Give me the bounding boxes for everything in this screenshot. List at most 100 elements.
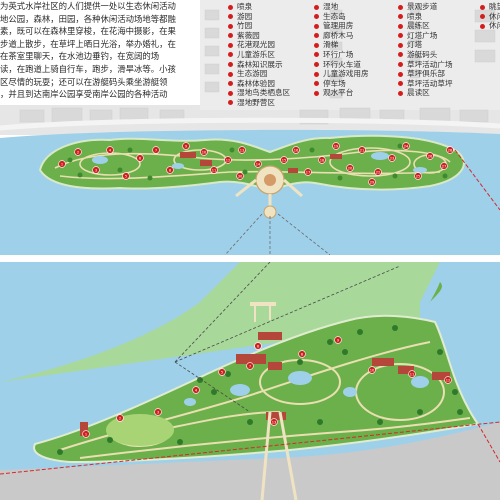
approach-roads <box>260 411 298 500</box>
description-line: 素，既可以在森林里穿梭，在花海中摄影，在果 <box>0 26 176 37</box>
map-marker <box>254 160 262 168</box>
legend-item: 湿地野营区 <box>228 98 290 108</box>
description-line: 区尽情的玩耍；还可以在游艇码头乘坐游艇领 <box>0 76 168 87</box>
map-marker <box>280 156 288 164</box>
legend-label: 草坪俱乐部 <box>407 69 445 79</box>
legend-item: 廊桥木马 <box>314 31 369 41</box>
legend-marker-icon <box>398 62 403 68</box>
legend-column: 喷泉游园竹园紫薇园花港观光园儿童游乐区森林知识展示生态游园森林体验园湿地鸟类栖息… <box>228 2 290 108</box>
legend-marker-icon <box>228 100 233 106</box>
legend-item: 游园 <box>228 12 290 22</box>
map-marker-label: 9 <box>185 145 188 149</box>
legend-marker-icon <box>228 81 233 87</box>
island-buildings <box>180 152 342 173</box>
map-marker-label: 3 <box>95 169 97 173</box>
south-bank <box>0 422 500 500</box>
legend-item: 湿地鸟类栖息区 <box>228 88 290 98</box>
legend-marker-icon <box>228 62 233 68</box>
map-marker <box>408 370 416 378</box>
map-marker-label: 15 <box>282 159 287 163</box>
map-marker-label: 20 <box>348 167 353 171</box>
legend-label: 森林体验园 <box>237 78 275 88</box>
map-marker-label: 1 <box>85 433 87 437</box>
legend-marker-icon <box>314 14 319 20</box>
legend-marker-icon <box>398 4 403 10</box>
legend-marker-icon <box>398 23 403 29</box>
legend-marker-icon <box>314 81 319 87</box>
map-marker <box>304 168 312 176</box>
map-marker <box>426 152 434 160</box>
legend-item: 儿童游乐区 <box>228 50 290 60</box>
map-marker <box>236 172 244 180</box>
legend-marker-icon <box>314 62 319 68</box>
legend-label: 紫薇园 <box>237 30 260 40</box>
map-marker <box>192 386 200 394</box>
legend-item: 环行火车道 <box>314 60 369 70</box>
legend-label: 儿童游乐区 <box>237 49 275 59</box>
map-marker <box>318 156 326 164</box>
legend-item: 停车场 <box>314 79 369 89</box>
map-marker-label: 12 <box>226 159 231 163</box>
pier-deck <box>250 302 276 306</box>
legend-marker-icon <box>398 90 403 96</box>
map-marker <box>224 156 232 164</box>
map-marker-label: 2 <box>119 417 121 421</box>
legend-label: 停车场 <box>323 78 346 88</box>
peninsula-buildings <box>80 332 450 436</box>
lawn <box>106 414 174 446</box>
map-marker-label: 3 <box>157 411 159 415</box>
description-line: 为英式水岸社区的人们提供一处以生态休闲活动 <box>0 1 176 11</box>
legend-label: 休闲 <box>489 11 500 21</box>
island-trees <box>67 143 448 181</box>
description-line: ，并且到达南岸公园享受南岸公园的各种活动 <box>0 89 168 100</box>
description-line: 步道上散步，在草坪上晒日光浴，举办婚礼，在 <box>0 38 176 49</box>
legend-marker-icon <box>398 52 403 58</box>
legend-item: 休闲 <box>480 12 500 22</box>
legend-label: 游艇码头 <box>407 49 438 59</box>
map-marker-label: 28 <box>448 149 453 153</box>
project-description: 为英式水岸社区的人们提供一处以生态休闲活动 地公园，森林，田园，各种休闲活动场地… <box>0 0 196 101</box>
map-marker-label: 5 <box>221 371 223 375</box>
legend-label: 景观步道 <box>407 2 438 11</box>
legend-item: 湿地 <box>314 2 369 12</box>
map-marker <box>246 362 254 370</box>
map-marker <box>92 166 100 174</box>
legend-item: 花港观光园 <box>228 40 290 50</box>
map-marker <box>446 146 454 154</box>
legend-item: 草坪活动草坪 <box>398 79 453 89</box>
legend-marker-icon <box>314 4 319 10</box>
map-marker-label: 14 <box>256 163 261 167</box>
map-marker-label: 1 <box>61 163 63 167</box>
map-marker-label: 19 <box>334 145 339 149</box>
description-line: 在茶室里聊天，在水池边垂钓，在宽阔的场 <box>0 51 160 62</box>
legend-label: 喷泉 <box>237 2 253 11</box>
map-marker <box>388 154 396 162</box>
peninsula-ponds <box>184 371 429 406</box>
legend-item: 管理用房 <box>314 21 369 31</box>
legend-column: 眺望休闲休闲 <box>480 2 500 31</box>
map-marker-label: 22 <box>376 171 381 175</box>
map-marker <box>210 166 218 174</box>
legend-label: 管理用房 <box>323 21 354 31</box>
legend-item: 森林体验园 <box>228 79 290 89</box>
map-marker <box>368 178 376 186</box>
legend-item: 观水平台 <box>314 88 369 98</box>
legend-marker-icon <box>228 23 233 29</box>
map-marker-label: 17 <box>306 171 311 175</box>
map-marker-label: 11 <box>212 169 217 173</box>
description-line: 读，在跑道上骑自行车，跑步，滑旱冰等。小孩 <box>0 63 176 74</box>
legend-item: 环行广场 <box>314 50 369 60</box>
legend-label: 儿童游戏用房 <box>323 69 369 79</box>
legend-item: 灯塔 <box>398 40 453 50</box>
top-plan-map: 1234567891011121314151617181920212223242… <box>0 0 500 255</box>
legend-item: 眺望 <box>480 2 500 12</box>
map-marker-label: 7 <box>155 149 157 153</box>
map-marker-label: 12 <box>446 379 451 383</box>
map-marker <box>218 368 226 376</box>
map-marker <box>238 146 246 154</box>
legend-item: 草坪活动广场 <box>398 60 453 70</box>
description-line: 地公园，森林，田园，各种休闲活动场地等都融 <box>0 13 176 24</box>
map-marker <box>298 350 306 358</box>
